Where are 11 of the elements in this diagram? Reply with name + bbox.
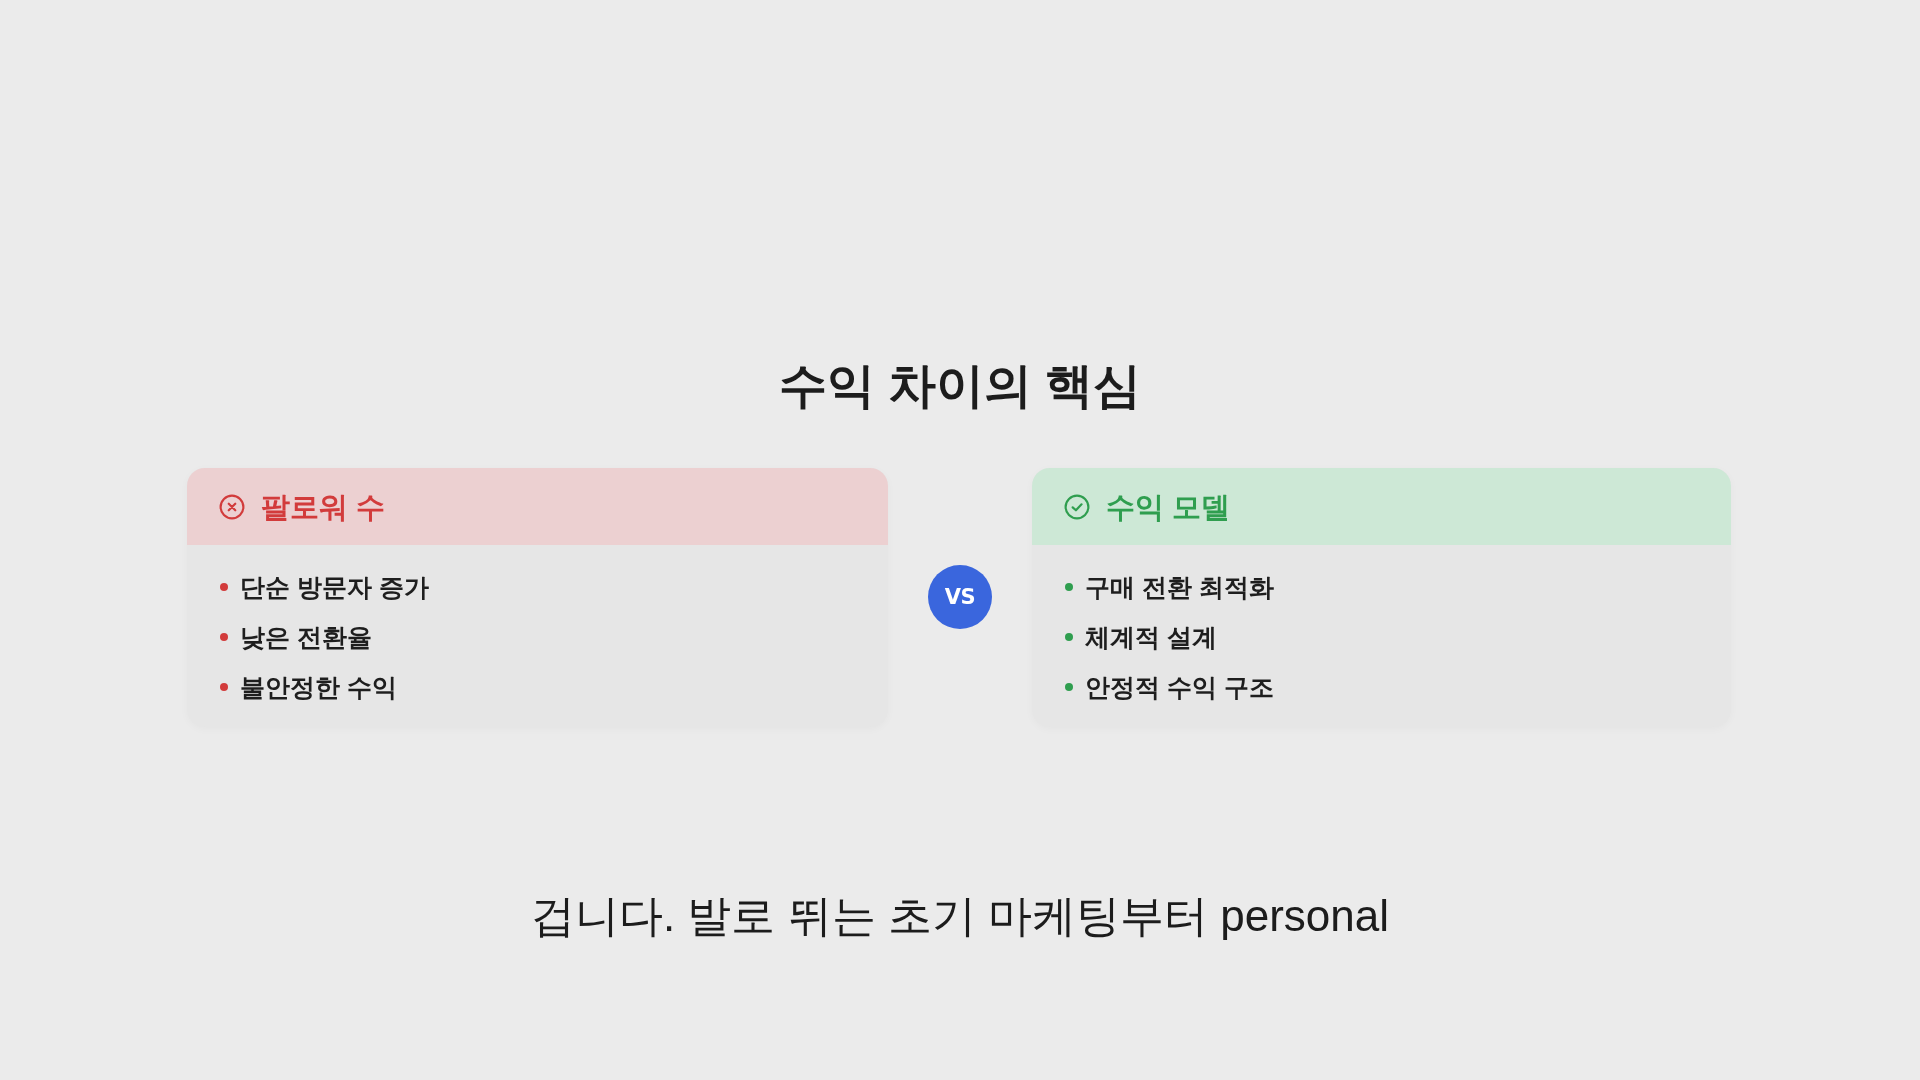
bullet-text: 낮은 전환율 [240,622,372,653]
bullet-text: 구매 전환 최적화 [1085,572,1274,603]
subtitle: 겁니다. 발로 뛰는 초기 마케팅부터 personal [530,890,1390,942]
bullet-text: 단순 방문자 증가 [240,572,429,603]
title: 수익 차이의 핵심 [778,358,1142,414]
card-heading: 팔로워 수 [261,489,386,525]
bullet-text: 안정적 수익 구조 [1085,672,1274,703]
bullet-text: 불안정한 수익 [240,672,397,703]
card-heading: 수익 모델 [1106,489,1231,525]
bullet-text: 체계적 설계 [1085,622,1217,653]
vs-badge: VS [928,565,992,629]
